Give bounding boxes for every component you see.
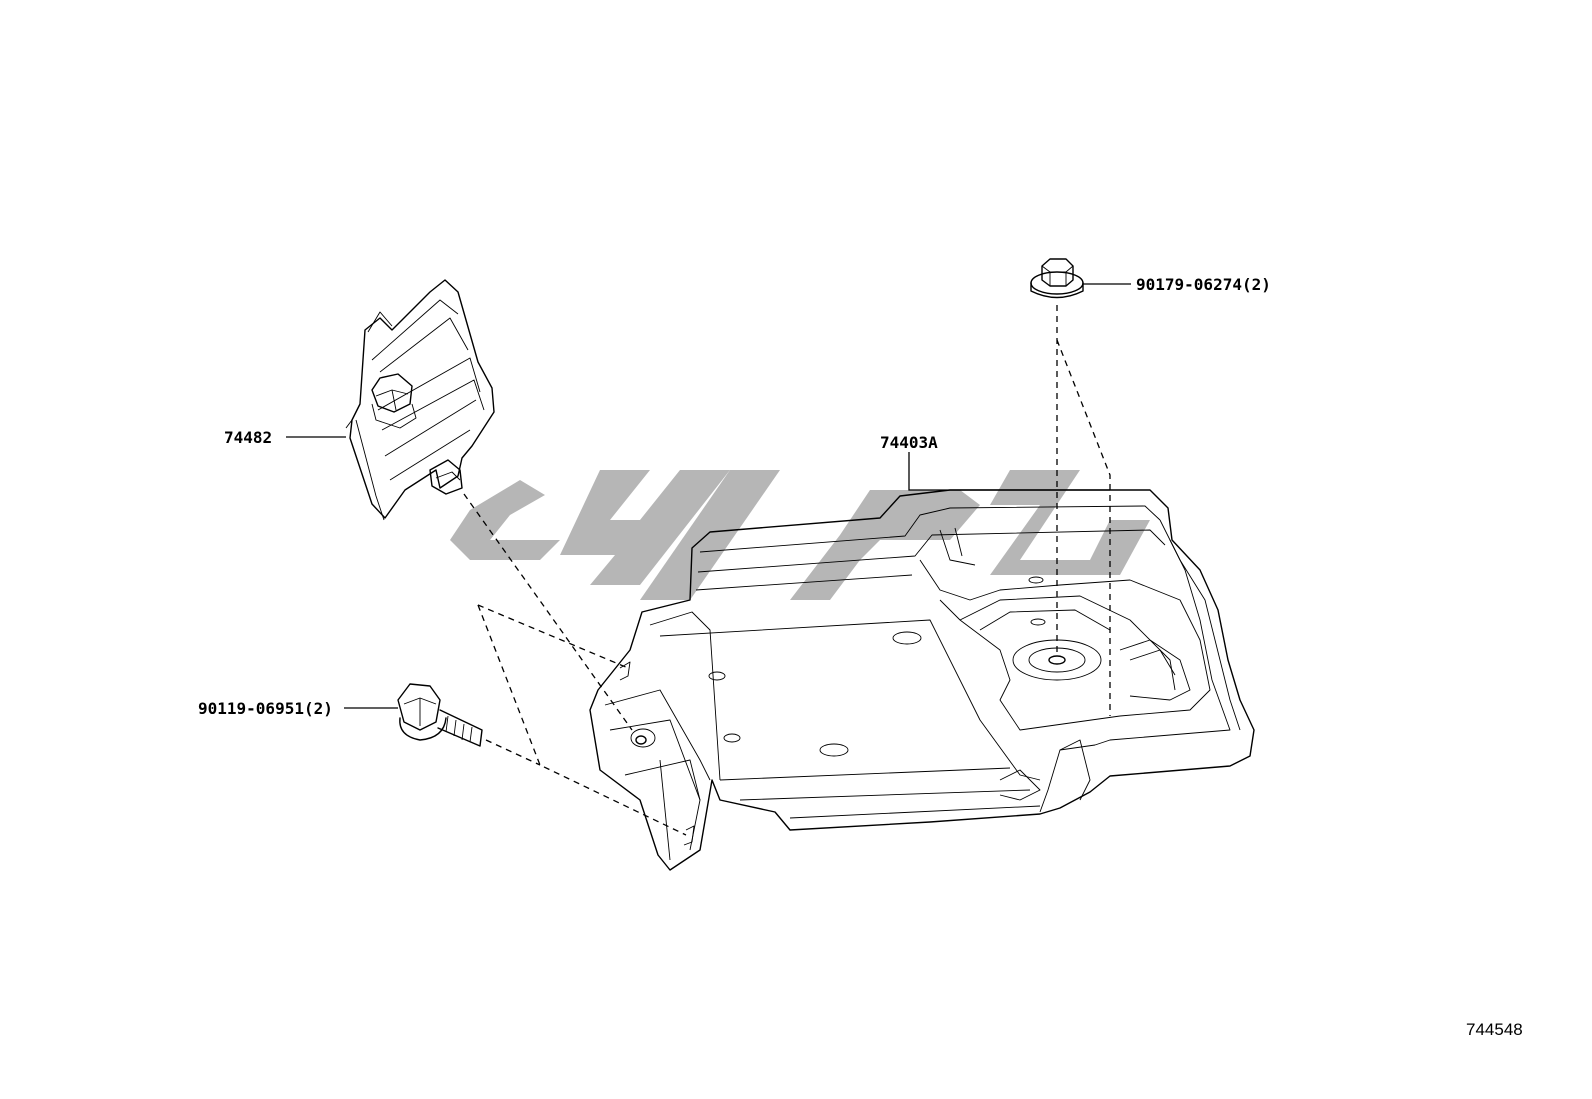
tray-part-74403A [589,489,1255,871]
assembly-lines [463,305,1111,836]
callout-bolt: 90119-06951(2) [198,699,333,718]
nut-part-90179 [1030,258,1084,299]
diagram-id: 744548 [1466,1020,1523,1039]
callout-bracket: 74482 [224,428,272,447]
leader-lines [286,283,1131,709]
watermark-logo [450,470,1150,600]
bracket-part-74482 [345,279,495,521]
callout-nut: 90179-06274(2) [1136,275,1271,294]
callout-tray: 74403A [880,433,938,452]
bolt-part-90119 [397,683,483,747]
